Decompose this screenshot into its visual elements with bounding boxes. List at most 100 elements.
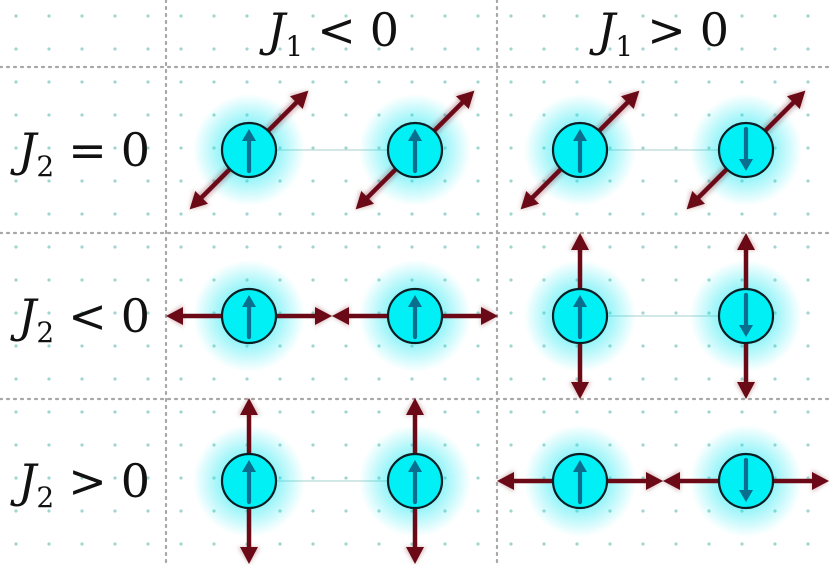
spin-up-atom	[332, 260, 498, 372]
grid-dot	[80, 146, 84, 150]
grid-dot	[608, 542, 612, 546]
grid-dot	[542, 542, 546, 546]
grid-dot	[113, 410, 117, 414]
grid-dot	[641, 146, 645, 150]
grid-dot	[80, 14, 84, 18]
grid-dot	[740, 212, 744, 216]
grid-dot	[509, 113, 513, 117]
grid-dot	[410, 212, 414, 216]
grid-dot	[509, 344, 513, 348]
grid-dot	[245, 14, 249, 18]
grid-dot	[476, 80, 480, 84]
spin-cell	[189, 90, 475, 210]
grid-dot	[311, 47, 315, 51]
column-header-label: J1<0	[259, 3, 399, 63]
grid-dot	[80, 80, 84, 84]
grid-dot	[740, 410, 744, 414]
grid-dot	[245, 245, 249, 249]
spin-up-arrow	[408, 295, 422, 340]
grid-dot	[806, 47, 810, 51]
grid-dot	[509, 278, 513, 282]
grid-dot	[641, 47, 645, 51]
grid-dot	[212, 212, 216, 216]
grid-dot	[443, 245, 447, 249]
grid-dot	[575, 542, 579, 546]
spin-up-atom	[359, 398, 471, 564]
spin-up-atom	[497, 425, 663, 537]
grid-dot	[707, 14, 711, 18]
grid-dot	[806, 509, 810, 513]
grid-dot	[707, 542, 711, 546]
grid-dot	[740, 47, 744, 51]
grid-dot	[278, 14, 282, 18]
grid-dot	[674, 278, 678, 282]
grid-dot	[14, 113, 18, 117]
grid-dot	[476, 542, 480, 546]
grid-dot	[80, 212, 84, 216]
grid-dot	[476, 344, 480, 348]
grid-dot	[443, 410, 447, 414]
grid-dot	[443, 47, 447, 51]
spin-up-atom	[355, 90, 475, 210]
grid-dot	[575, 212, 579, 216]
grid-dot	[146, 80, 150, 84]
grid-dot	[311, 14, 315, 18]
grid-dot	[344, 179, 348, 183]
grid-dot	[80, 377, 84, 381]
grid-dot	[509, 509, 513, 513]
grid-dot	[476, 476, 480, 480]
grid-dot	[773, 410, 777, 414]
grid-dot	[410, 47, 414, 51]
grid-dot	[146, 542, 150, 546]
grid-dot	[641, 443, 645, 447]
grid-dot	[509, 14, 513, 18]
grid-dot	[476, 14, 480, 18]
grid-dot	[443, 14, 447, 18]
grid-dot	[146, 278, 150, 282]
grid-dot	[47, 542, 51, 546]
grid-dot	[179, 179, 183, 183]
grid-dot	[179, 146, 183, 150]
grid-dot	[641, 377, 645, 381]
grid-dot	[476, 377, 480, 381]
grid-dot	[278, 542, 282, 546]
grid-dot	[806, 542, 810, 546]
grid-dot	[344, 443, 348, 447]
grid-dot	[377, 47, 381, 51]
grid-dot	[80, 344, 84, 348]
grid-dot	[113, 212, 117, 216]
grid-dot	[377, 245, 381, 249]
spin-down-atom	[663, 425, 829, 537]
grid-dot	[740, 14, 744, 18]
grid-dot	[608, 212, 612, 216]
grid-dot	[80, 509, 84, 513]
grid-dot	[146, 377, 150, 381]
grid-dot	[179, 278, 183, 282]
grid-dot	[707, 410, 711, 414]
row-header-label: J2>0	[10, 454, 150, 514]
grid-dot	[773, 212, 777, 216]
grid-dot	[542, 212, 546, 216]
grid-dot	[542, 80, 546, 84]
grid-dot	[80, 443, 84, 447]
grid-dot	[476, 443, 480, 447]
grid-dot	[608, 410, 612, 414]
grid-dot	[47, 311, 51, 315]
grid-dot	[509, 80, 513, 84]
grid-dot	[47, 509, 51, 513]
grid-dot	[14, 311, 18, 315]
grid-dot	[806, 146, 810, 150]
grid-dot	[14, 443, 18, 447]
grid-dot	[311, 80, 315, 84]
grid-dot	[146, 47, 150, 51]
grid-dot	[575, 14, 579, 18]
grid-dot	[674, 245, 678, 249]
grid-dot	[113, 47, 117, 51]
grid-dot	[47, 476, 51, 480]
spin-cells	[166, 90, 829, 564]
grid-dot	[773, 14, 777, 18]
grid-dot	[674, 14, 678, 18]
grid-dot	[179, 509, 183, 513]
grid-dot	[113, 542, 117, 546]
grid-dot	[47, 344, 51, 348]
